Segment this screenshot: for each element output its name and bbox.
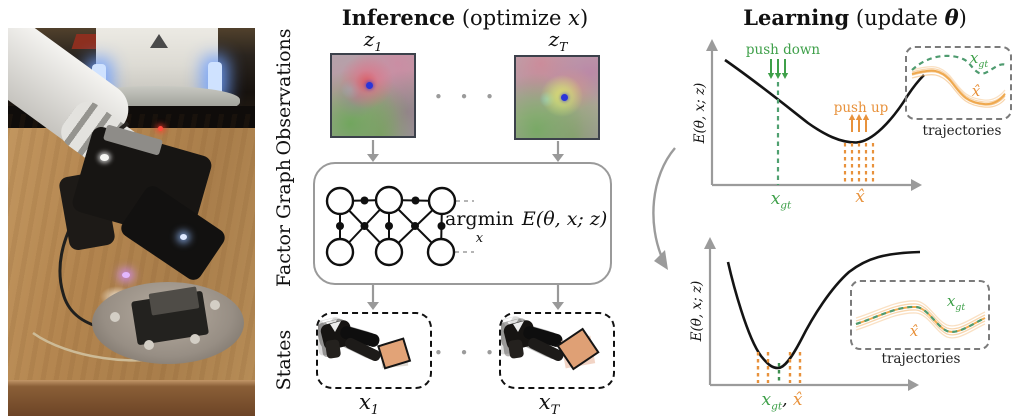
learning-iteration-arrow <box>652 147 676 270</box>
min-comma: , <box>782 390 793 410</box>
xgt-base: x <box>770 189 781 209</box>
photo-knob <box>210 300 220 310</box>
trajectories-label-top: trajectories <box>922 123 1002 139</box>
tactile-image-zT <box>514 55 600 140</box>
traj-xgt-base: x <box>969 49 979 67</box>
ylabel-top: E(θ, x; z) <box>692 82 708 144</box>
trajectories-label-bottom: trajectories <box>881 351 961 367</box>
state-box-xT <box>499 312 615 389</box>
learning-title-bold: Learning <box>743 5 850 30</box>
learning-title-post: ) <box>958 6 967 30</box>
traj-bottom-xgt: xgt <box>931 292 981 313</box>
robot-arm-photo <box>8 28 255 416</box>
photo-desk-edge <box>8 380 255 416</box>
photo-knob <box>144 340 154 350</box>
row-label-observations: Observations <box>273 28 295 156</box>
xT-base: x <box>538 390 551 414</box>
gripper-state-x1 <box>318 315 412 370</box>
min-tick-bottom: xgt, x̂ <box>737 390 827 412</box>
learning-title-pre: (update <box>855 6 945 30</box>
photo-glint <box>100 154 109 161</box>
xT-sub: T <box>550 403 560 416</box>
state-label-x1: x1 <box>347 390 391 416</box>
zT-sub: T <box>559 39 568 54</box>
argmin-word: argmin <box>445 208 514 230</box>
tactile-image-z1 <box>330 53 416 138</box>
trajectories-top <box>911 54 1007 108</box>
photo-knob <box>110 312 120 322</box>
trajectories-bottom <box>855 300 986 339</box>
min-xgt-base: x <box>761 390 772 410</box>
factor-graph-box: argmin x E(θ, x; z) <box>313 162 612 285</box>
ylabel-bottom: E(θ, x; z) <box>689 280 705 342</box>
argmin-operator: argmin x <box>445 208 514 246</box>
min-xhat: x̂ <box>792 390 803 410</box>
learning-title-var: θ <box>944 5 959 30</box>
traj-bottom-xgt-sub: gt <box>955 302 966 313</box>
traj-xgt-sub: gt <box>978 59 989 70</box>
state-box-x1 <box>316 312 432 389</box>
gripper-state-xT <box>501 314 600 371</box>
observation-label-z1: z1 <box>353 27 393 54</box>
photo-round-platform <box>92 282 244 364</box>
min-xgt: xgt <box>761 390 783 413</box>
push-up-label: push up <box>833 100 889 116</box>
inference-title-var: x <box>568 6 580 30</box>
energy-plot-after <box>704 237 921 391</box>
traj-top-xhat: x̂ <box>971 82 981 100</box>
traj-top-xgt: xgt <box>954 49 1004 70</box>
xgt-sub: gt <box>780 199 792 212</box>
traj-bottom-xhat: x̂ <box>909 322 919 340</box>
xgt-tick-top: xgt <box>756 189 806 211</box>
push-down-label: push down <box>745 42 821 58</box>
states-ellipsis: • • • <box>433 344 501 362</box>
observation-label-zT: zT <box>538 27 578 54</box>
photo-led-purple <box>122 272 130 278</box>
photo-knob <box>190 334 200 344</box>
inference-title-pre: (optimize <box>461 6 569 30</box>
row-label-factor-graph: Factor Graph <box>273 158 295 287</box>
inference-title-bold: Inference <box>341 5 456 30</box>
photo-cylinder-logo <box>150 34 168 48</box>
inference-title: Inference (optimize x) <box>325 5 605 30</box>
factor-graph <box>325 185 474 267</box>
learning-title: Learning (update θ) <box>715 5 995 30</box>
zT-base: z <box>548 27 560 51</box>
inference-title-post: ) <box>579 6 589 30</box>
trajectories-inset-bottom <box>850 280 990 350</box>
state-label-xT: xT <box>527 390 571 416</box>
xhat-tick-top: x̂ <box>855 187 865 207</box>
observations-ellipsis: • • • <box>433 88 501 106</box>
argmin-expression: argmin x E(θ, x; z) <box>445 208 608 246</box>
x1-base: x <box>358 390 371 414</box>
inference-flow-arrows <box>367 140 564 310</box>
z1-sub: 1 <box>374 39 383 54</box>
x1-sub: 1 <box>370 403 380 416</box>
z1-base: z <box>363 27 375 51</box>
photo-led-glow-right <box>208 62 222 96</box>
contact-dot <box>366 81 374 89</box>
traj-bottom-xgt-base: x <box>946 292 956 310</box>
energy-function: E(θ, x; z) <box>521 208 608 230</box>
argmin-subscript: x <box>475 230 484 246</box>
row-label-states: States <box>273 329 295 391</box>
trajectories-inset-top <box>905 46 1012 120</box>
photo-led-blue <box>180 234 187 240</box>
min-xgt-sub: gt <box>771 400 783 413</box>
energy-plot-before <box>706 39 925 191</box>
contact-dot <box>561 94 569 102</box>
photo-led-red <box>158 126 163 131</box>
